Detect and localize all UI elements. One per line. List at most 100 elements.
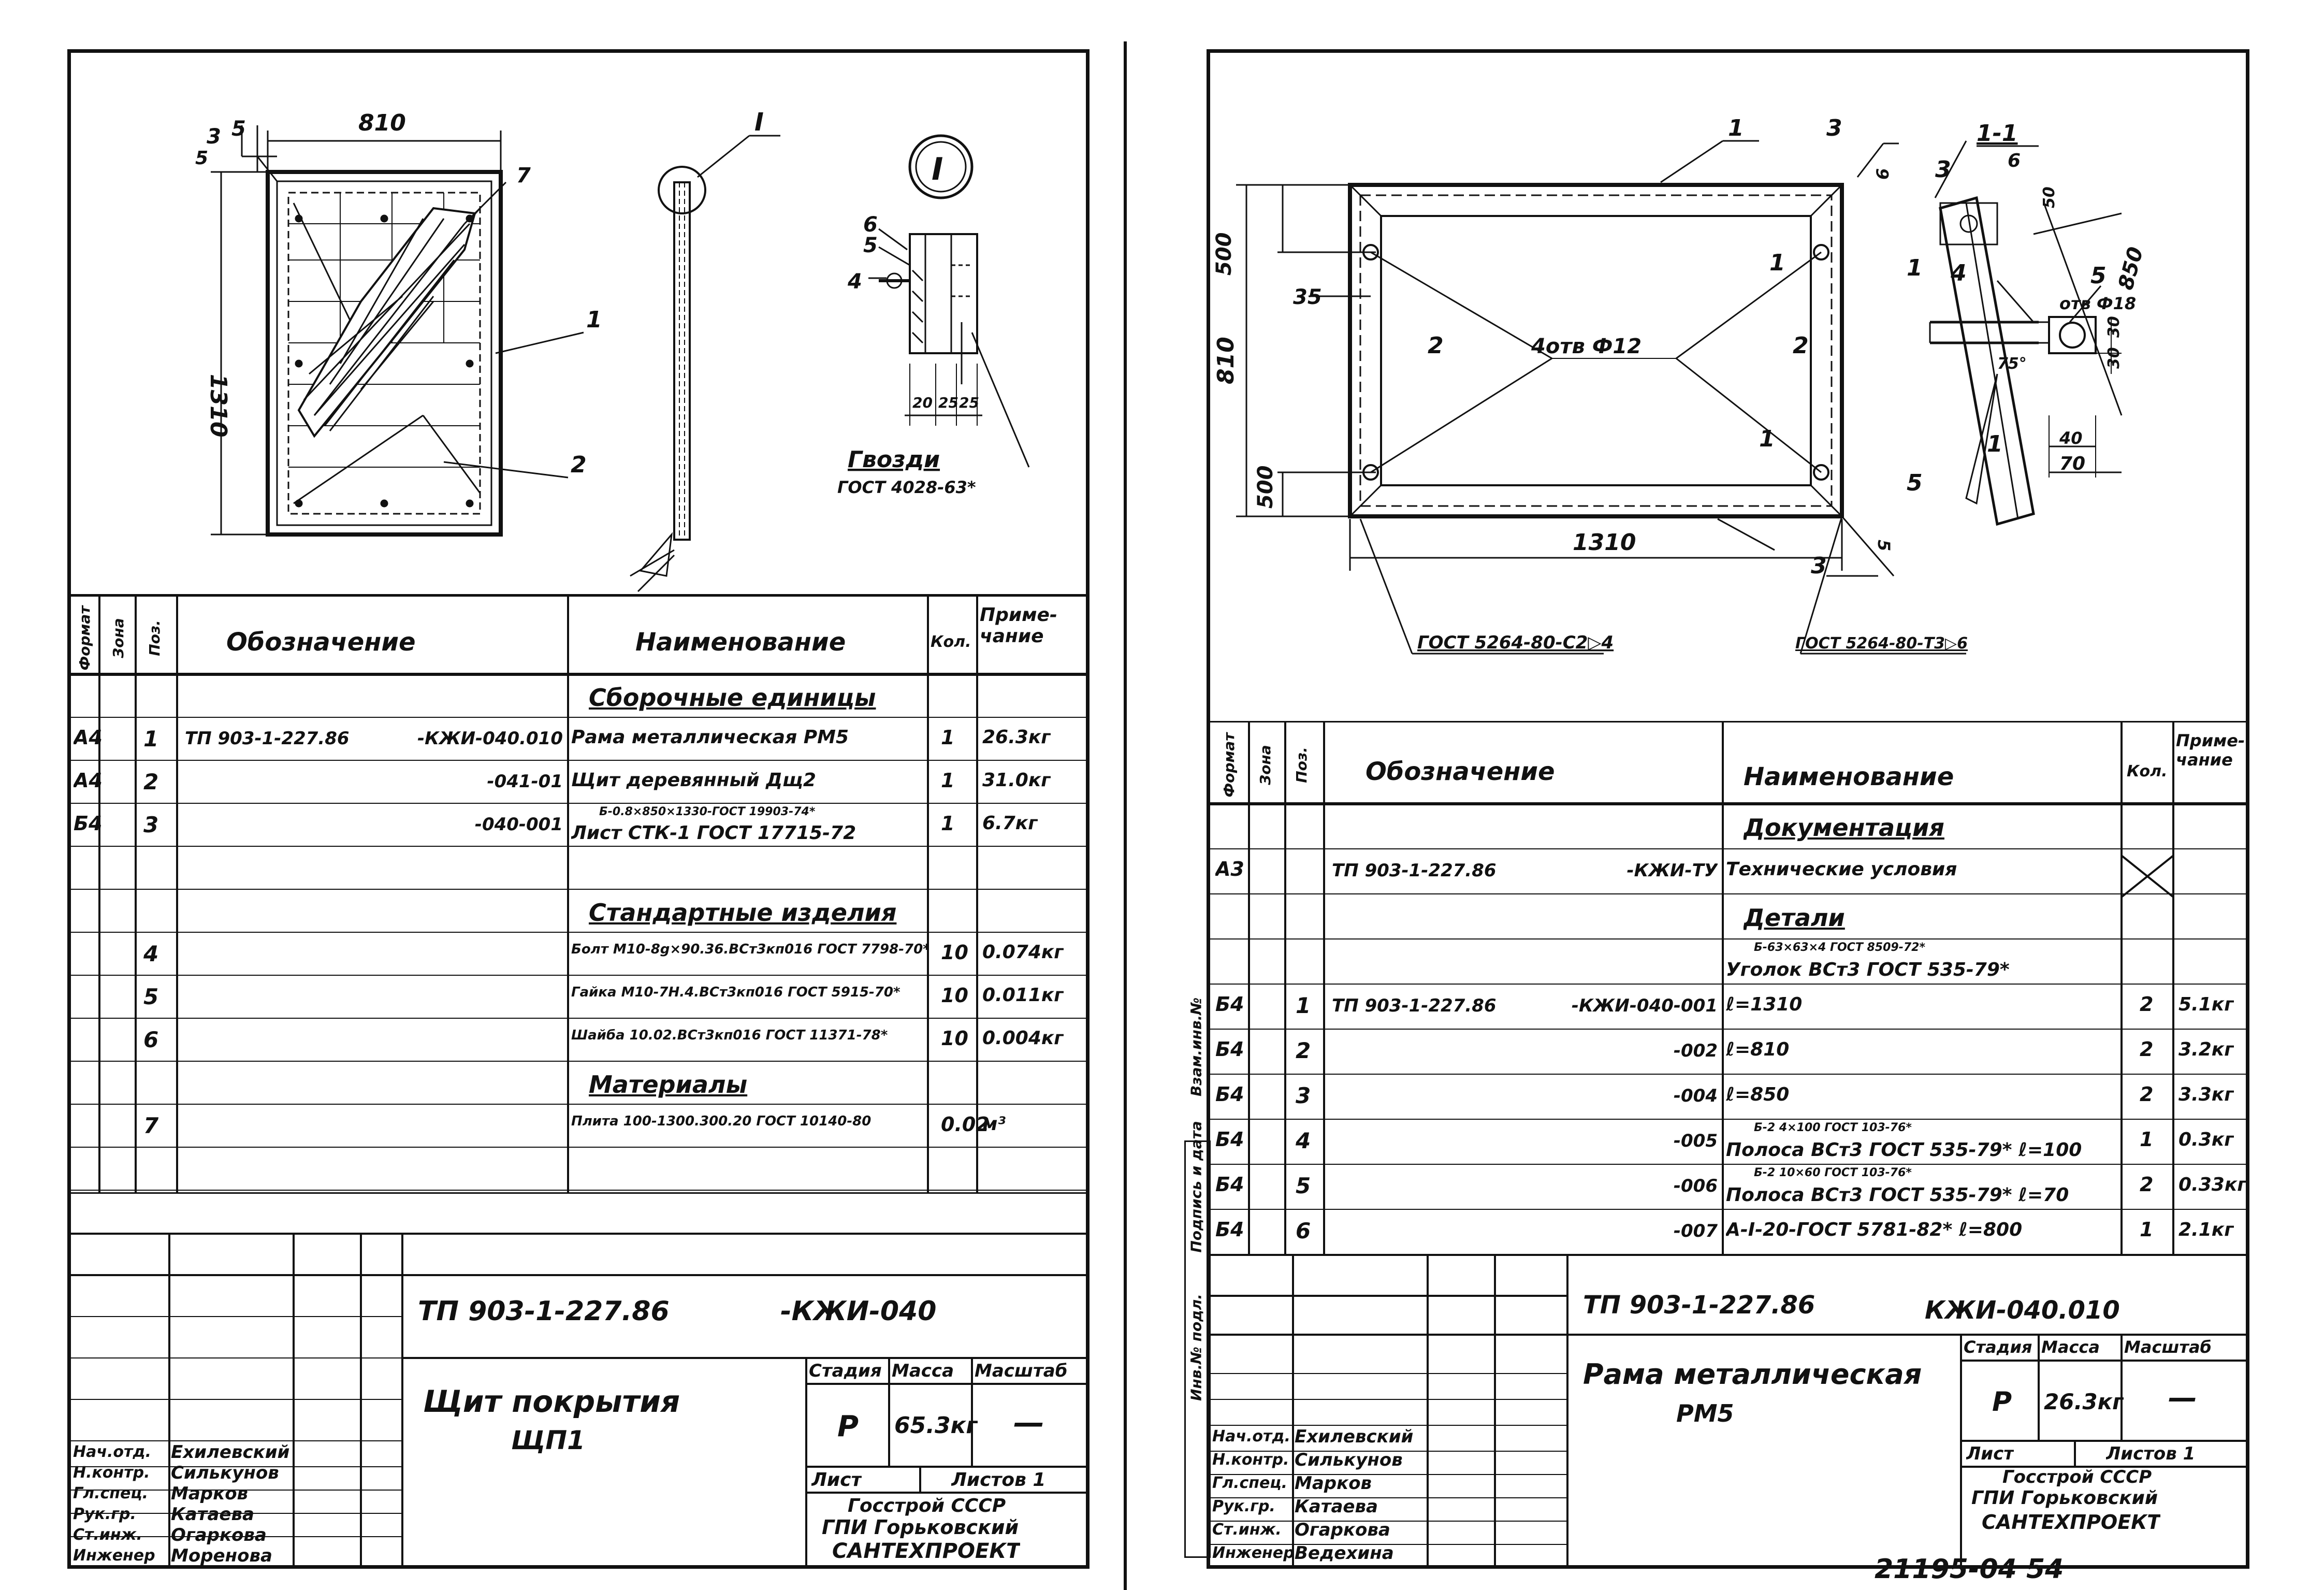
stamp-person-name: Катаева: [171, 1504, 254, 1525]
stamp-code: ТП 903-1-227.86: [418, 1296, 670, 1327]
stamp-title: Щит покрытия: [423, 1384, 680, 1419]
spec-row-format: А4: [74, 769, 103, 792]
spec-row-format: А4: [74, 726, 103, 749]
stamp-code-suffix: -КЖИ-040: [780, 1296, 937, 1327]
dim-width: 810: [358, 110, 406, 136]
spec-row-pos: 1: [143, 726, 159, 751]
detail-dim-20: 20: [912, 394, 933, 411]
spec-row-name-top: Б-63×63×4 ГОСТ 8509-72*: [1754, 941, 1925, 954]
stamp-person-name: Силькунов: [1295, 1450, 1403, 1470]
left-title-block: ТП 903-1-227.86 -КЖИ-040 Щит покрытия ЩП…: [71, 1192, 1086, 1566]
frame-plan-view: [1348, 183, 1844, 518]
spec-row-pos: 7: [143, 1112, 159, 1138]
spec-row-designation-suffix: -040-001: [474, 814, 563, 835]
stamp-person-name: Катаева: [1295, 1496, 1378, 1517]
spec-row-name: Рама металлическая РМ5: [571, 727, 849, 748]
stamp-title-mark: ЩП1: [511, 1425, 585, 1455]
stamp-mass-header: Масса: [892, 1361, 954, 1381]
callout-2: 2: [571, 452, 587, 478]
stamp-person-role: Гл.спец.: [1212, 1474, 1287, 1492]
spec-row-format: Б4: [1215, 993, 1244, 1016]
dim-30a: 30: [2105, 316, 2123, 338]
r-stamp-mass-header: Масса: [2041, 1337, 2100, 1357]
callout-r1b: 1: [1759, 426, 1775, 452]
detail-I: [868, 134, 1030, 468]
detail-callout-5: 5: [863, 234, 878, 257]
dim-810: 810: [1213, 337, 1239, 384]
spec-row-name: Гайка М10-7Н.4.ВСт3кп016 ГОСТ 5915-70*: [571, 985, 900, 1001]
dim-70: 70: [2059, 453, 2085, 474]
spec-row-name: Шайба 10.02.ВСт3кп016 ГОСТ 11371-78*: [571, 1028, 888, 1044]
r-stamp-sheets: Листов 1: [2106, 1443, 2196, 1464]
spec-row-pos: 4: [1296, 1128, 1311, 1154]
callout-1: 1: [586, 307, 602, 333]
stamp-person-role: Рук.гр.: [73, 1505, 136, 1523]
spec-section-title: Стандартные изделия: [589, 899, 897, 927]
r-stamp-title: Рама металлическая: [1583, 1358, 1922, 1391]
section-callout-6: 6: [2008, 150, 2021, 171]
spec-row-note: 0.3кг: [2178, 1129, 2234, 1151]
r-stamp-scale: —: [2168, 1381, 2197, 1415]
spec-row-note: 3.2кг: [2178, 1039, 2234, 1061]
spec-row-qty: 1: [941, 769, 955, 792]
stamp-org2: ГПИ Горьковский: [822, 1516, 1019, 1539]
spec-row-qty: 1: [2140, 1218, 2154, 1241]
spec-row-format: Б4: [74, 812, 103, 835]
spec-row-pos: 5: [1296, 1173, 1311, 1199]
left-spec-table: Формат Зона Поз. Обозначение Наименовани…: [71, 597, 1086, 1192]
spec-row-qty: 2: [2140, 1173, 2154, 1196]
detail-dim-25b: 25: [959, 394, 979, 411]
nails-gost: ГОСТ 4028-63*: [837, 478, 976, 497]
left-drawing: 810 5 3 5 7 1 2 1310 I: [71, 108, 1086, 597]
spec-row-qty: 1: [2140, 1128, 2154, 1151]
stamp-person-role: Нач.отд.: [1212, 1427, 1290, 1446]
r-col-zone-header: Зона: [1257, 745, 1274, 785]
spec-row-name: Полоса ВСт3 ГОСТ 535-79* ℓ=100: [1726, 1139, 2082, 1161]
stamp-scale: —: [1013, 1405, 1044, 1441]
spec-row-designation-suffix: -004: [1673, 1085, 1718, 1106]
spec-row-name: ℓ=810: [1726, 1039, 1790, 1061]
spec-row-name: Уголок ВСт3 ГОСТ 535-79*: [1726, 959, 2010, 981]
holes-label: 4отв Ф12: [1531, 335, 1642, 358]
r-stamp-code-suffix: КЖИ-040.010: [1925, 1296, 2120, 1325]
spec-row-qty: 10: [941, 941, 968, 964]
dim-1310: 1310: [1573, 529, 1636, 556]
spec-row-pos: 4: [143, 941, 159, 966]
spec-section-title: Документация: [1744, 814, 1944, 842]
spec-row-name: А-I-20-ГОСТ 5781-82* ℓ=800: [1726, 1219, 2023, 1241]
left-sheet: 810 5 3 5 7 1 2 1310 I: [67, 49, 1090, 1569]
stamp-mass: 65.3кг: [894, 1412, 978, 1439]
stamp-person-role: Инженер: [1212, 1544, 1292, 1562]
dim-40: 40: [2059, 428, 2083, 448]
detail-dim-25a: 25: [938, 394, 958, 411]
stamp-person-name: Марков: [171, 1483, 249, 1504]
spec-row-name: Полоса ВСт3 ГОСТ 535-79* ℓ=70: [1726, 1184, 2069, 1206]
dim-6: 6: [1873, 168, 1893, 180]
section-mark-I: I: [754, 108, 764, 137]
section-callout-4: 4: [1950, 260, 1967, 286]
callout-r3b: 3: [1811, 553, 1827, 579]
side-stamp: Инв.№ подл. Подпись и дата Взам.инв.№: [1184, 998, 1211, 1558]
stamp-person-name: Огаркова: [171, 1525, 267, 1545]
spec-row-format: Б4: [1215, 1173, 1244, 1196]
r-stamp-sheet: Лист: [1966, 1443, 2014, 1464]
detail-callout-4: 4: [847, 270, 862, 294]
drawing-number: 21195-04 54: [1875, 1554, 2064, 1585]
callout-r5b: 5: [1874, 540, 1894, 551]
panel-side-view: [630, 135, 780, 592]
section-arrow-1a: 1: [1769, 250, 1785, 276]
spec-row-format: Б4: [1215, 1218, 1244, 1241]
r-col-designation-header: Обозначение: [1366, 757, 1555, 786]
spec-row-qty: 10: [941, 1027, 968, 1050]
spec-row-designation: ТП 903-1-227.86: [1332, 860, 1497, 881]
r-stamp-stage-header: Стадия: [1964, 1337, 2032, 1357]
spec-row-designation-suffix: -002: [1673, 1040, 1718, 1061]
r-stamp-org3: САНТЕХПРОЕКТ: [1982, 1511, 2161, 1534]
spec-row-designation-suffix: -КЖИ-040-001: [1571, 995, 1718, 1016]
stamp-org1: Госстрой СССР: [848, 1495, 1006, 1516]
r-col-note-header: Приме-чание: [2176, 731, 2245, 770]
spec-row-qty: 1: [941, 726, 955, 749]
spec-row-designation-suffix: -041-01: [487, 771, 563, 792]
section-arrow-1b: 1: [1907, 255, 1923, 281]
dim-50: 50: [2040, 186, 2058, 208]
